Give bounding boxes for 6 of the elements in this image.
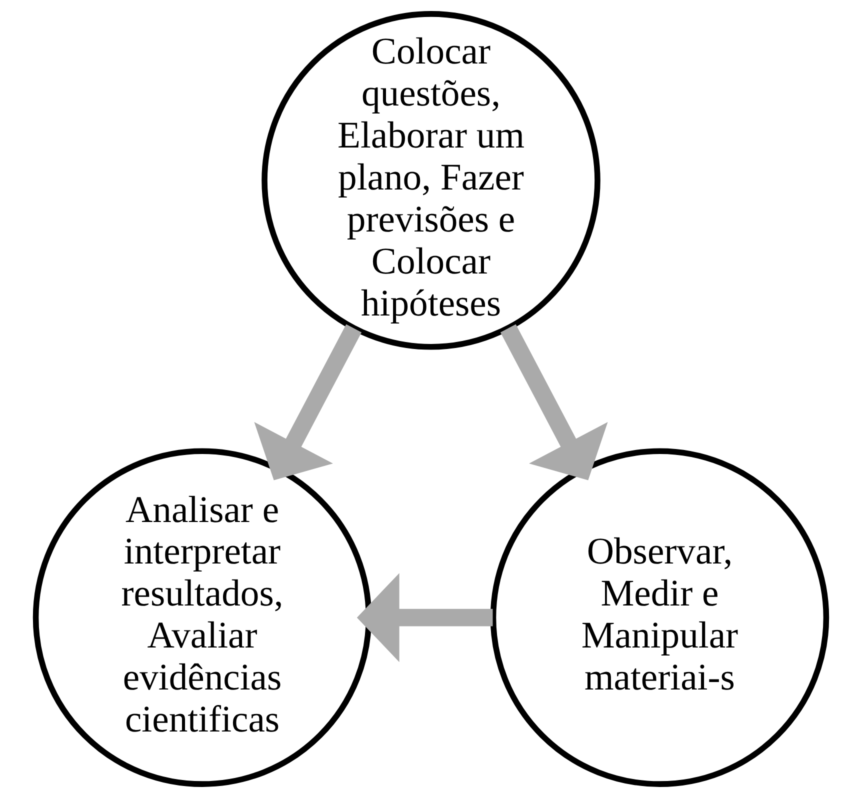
arrow [356,573,492,662]
node-circle: Analisar e interpretar resultados, Avaliar evidências cientificas [32,448,372,787]
node-circle: Colocar questões, Elaborar um plano, Fazer previsões e Colocar hipóteses [261,11,600,350]
arrow [254,324,362,480]
arrow [500,324,608,480]
node-circle: Observar, Medir e Manipular materiai-s [490,448,829,787]
